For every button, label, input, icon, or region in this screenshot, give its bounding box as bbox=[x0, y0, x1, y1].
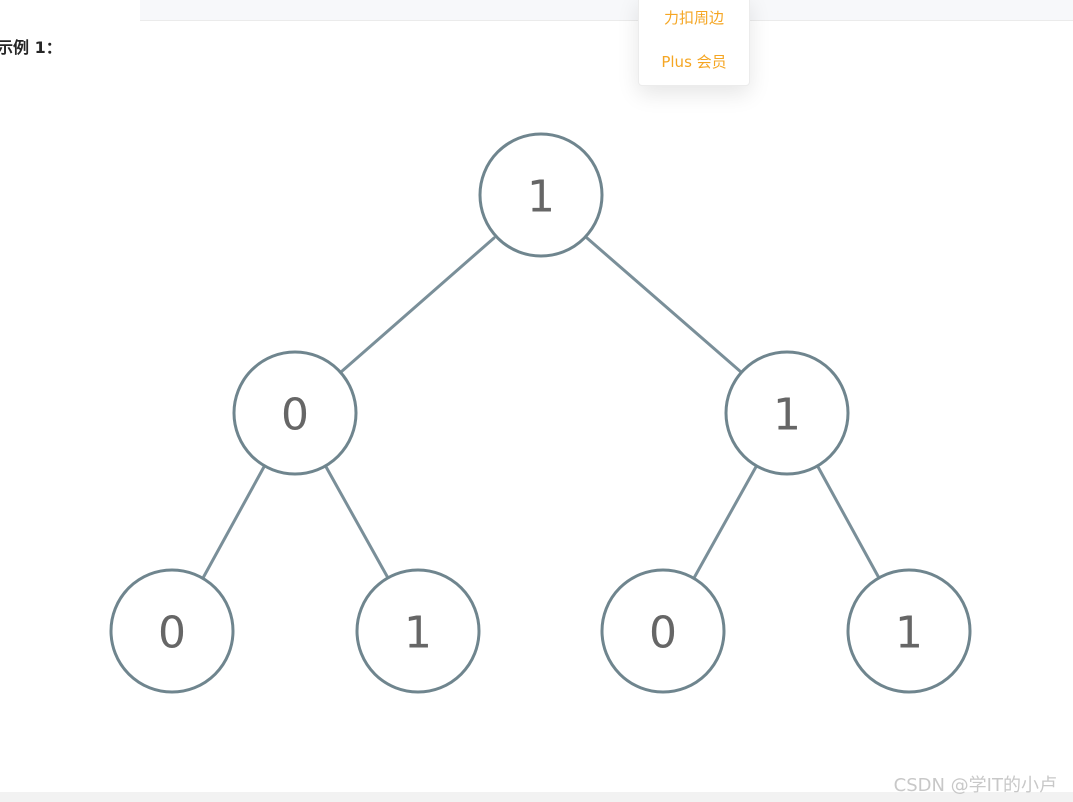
edge-left-leftleft bbox=[201, 463, 267, 580]
dropdown-item-merch[interactable]: 力扣周边 bbox=[663, 9, 724, 27]
edge-right-rightright bbox=[815, 463, 881, 580]
tree-node-right-circle bbox=[724, 350, 850, 476]
tree-node-left-right-circle bbox=[355, 568, 481, 694]
example-label: 示例 1： bbox=[0, 38, 62, 57]
tree-node-right-right-circle bbox=[846, 568, 972, 694]
csdn-watermark: CSDN @学IT的小卢 bbox=[893, 775, 1057, 796]
tree-edges bbox=[201, 236, 881, 580]
edge-right-rightleft bbox=[692, 463, 759, 580]
tree-node-root-circle bbox=[478, 132, 604, 258]
tree-node-right-left-circle bbox=[600, 568, 726, 694]
dropdown-item-plus[interactable]: Plus 会员 bbox=[661, 53, 727, 71]
tree-node-right-value: 1 bbox=[773, 390, 801, 441]
tree-node-right-right-value: 1 bbox=[895, 608, 923, 659]
tree-node-root-value: 1 bbox=[527, 172, 555, 223]
top-toolbar bbox=[140, 0, 1073, 21]
tree-node-left: 0 bbox=[232, 350, 358, 476]
tree-node-left-circle bbox=[232, 350, 358, 476]
tree-node-root: 1 bbox=[478, 132, 604, 258]
tree-node-left-value: 0 bbox=[281, 390, 309, 441]
tree-node-right-right: 1 bbox=[846, 568, 972, 694]
dropdown-menu: 力扣周边 Plus 会员 bbox=[638, 0, 750, 86]
edge-root-right bbox=[585, 236, 743, 374]
bottom-strip bbox=[0, 792, 1073, 802]
tree-node-left-right: 1 bbox=[355, 568, 481, 694]
tree-node-right-left-value: 0 bbox=[649, 608, 677, 659]
edge-left-leftright bbox=[323, 463, 390, 580]
tree-node-left-right-value: 1 bbox=[404, 608, 432, 659]
tree-node-left-left: 0 bbox=[109, 568, 235, 694]
tree-node-left-left-value: 0 bbox=[158, 608, 186, 659]
tree-node-right: 1 bbox=[724, 350, 850, 476]
tree-node-left-left-circle bbox=[109, 568, 235, 694]
tree-nodes: 1 0 1 0 1 0 1 bbox=[109, 132, 972, 694]
edge-root-left bbox=[339, 236, 496, 374]
tree-node-right-left: 0 bbox=[600, 568, 726, 694]
